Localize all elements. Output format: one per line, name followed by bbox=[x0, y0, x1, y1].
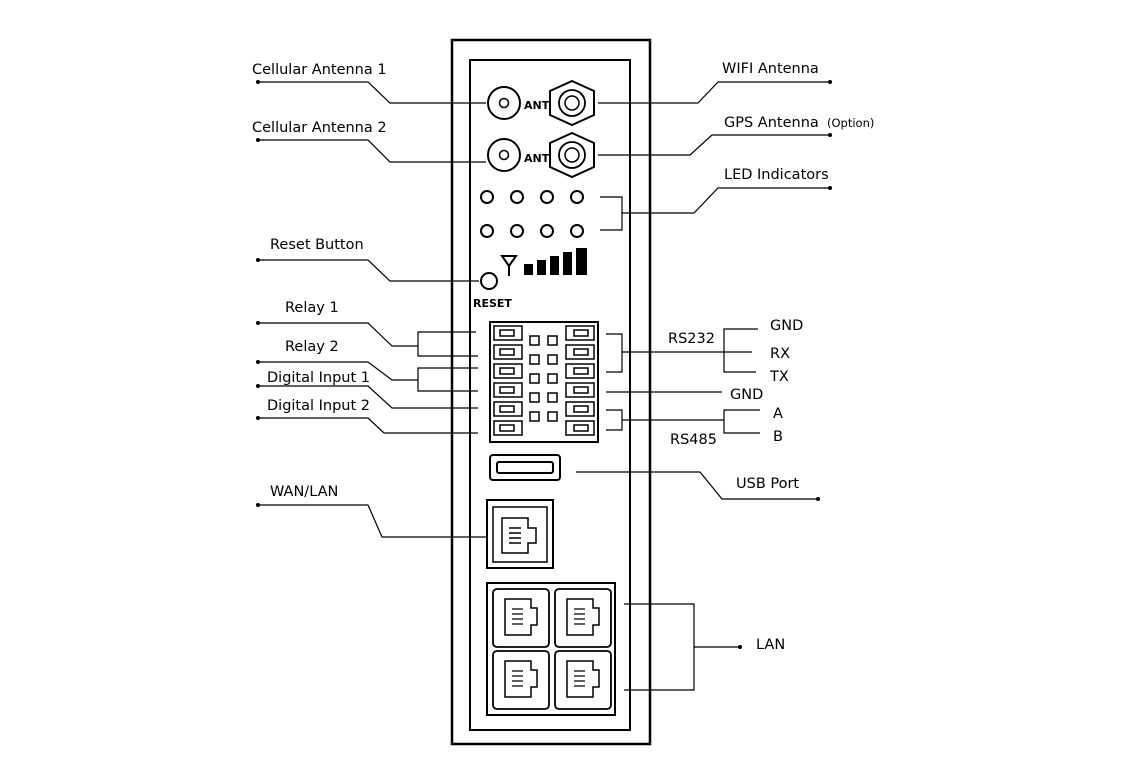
label-lan: LAN bbox=[756, 637, 785, 653]
terminal-pin-left-slot bbox=[499, 348, 515, 356]
signal-strength-icon bbox=[500, 248, 587, 276]
cellular-antenna-2-connector bbox=[487, 138, 521, 172]
terminal-pin-right-slot bbox=[573, 348, 589, 356]
ant-label-2: ANT bbox=[524, 152, 550, 165]
callout-lines-left bbox=[258, 81, 486, 538]
terminal-screw-right bbox=[547, 335, 558, 346]
wan-lan-port bbox=[486, 499, 554, 569]
label-relay-2: Relay 2 bbox=[285, 339, 339, 355]
label-rx: RX bbox=[770, 346, 790, 362]
lan-port-1 bbox=[492, 588, 550, 648]
terminal-pin-right-slot bbox=[573, 329, 589, 337]
terminal-screw-right bbox=[547, 411, 558, 422]
usb-port bbox=[489, 454, 561, 481]
terminal-pin-right bbox=[565, 325, 595, 341]
label-led-indicators: LED Indicators bbox=[724, 167, 829, 183]
label-rs485: RS485 bbox=[670, 432, 717, 448]
terminal-screw-right bbox=[547, 392, 558, 403]
led-indicator-grid bbox=[480, 190, 584, 238]
terminal-pin-left bbox=[493, 420, 523, 436]
terminal-pin-right-slot bbox=[573, 405, 589, 413]
reset-button-circle bbox=[480, 272, 498, 290]
terminal-screw-left bbox=[529, 354, 540, 365]
reset-label: RESET bbox=[473, 297, 512, 310]
terminal-screw-left bbox=[529, 373, 540, 384]
terminal-screw-right bbox=[547, 373, 558, 384]
label-tx: TX bbox=[769, 369, 789, 385]
label-a: A bbox=[773, 406, 783, 422]
label-wifi-antenna: WIFI Antenna bbox=[722, 61, 819, 77]
lan-port-3 bbox=[492, 650, 550, 710]
gps-antenna-connector bbox=[549, 131, 595, 179]
terminal-pin-right bbox=[565, 420, 595, 436]
terminal-pin-left-slot bbox=[499, 424, 515, 432]
terminal-pin-left bbox=[493, 382, 523, 398]
label-cellular-antenna-1: Cellular Antenna 1 bbox=[252, 62, 387, 78]
label-rs232: RS232 bbox=[668, 331, 715, 347]
label-wan-lan: WAN/LAN bbox=[270, 484, 338, 500]
label-b: B bbox=[773, 429, 783, 445]
label-usb-port: USB Port bbox=[736, 476, 799, 492]
label-gnd: GND bbox=[730, 387, 763, 403]
terminal-pin-right bbox=[565, 363, 595, 379]
terminal-pin-left bbox=[493, 344, 523, 360]
terminal-pin-right bbox=[565, 401, 595, 417]
terminal-pin-left bbox=[493, 325, 523, 341]
label-digital-input-1: Digital Input 1 bbox=[267, 370, 370, 386]
label-gnd-rs232: GND bbox=[770, 318, 803, 334]
terminal-screw-left bbox=[529, 335, 540, 346]
label-reset-button: Reset Button bbox=[270, 237, 364, 253]
terminal-pin-left-slot bbox=[499, 386, 515, 394]
label-cellular-antenna-2: Cellular Antenna 2 bbox=[252, 120, 387, 136]
terminal-block bbox=[489, 321, 599, 443]
cellular-antenna-1-connector bbox=[487, 86, 521, 120]
terminal-pin-left-slot bbox=[499, 329, 515, 337]
ant-label-1: ANT bbox=[524, 99, 550, 112]
terminal-screw-right bbox=[547, 354, 558, 365]
callout-dots-left bbox=[256, 80, 260, 507]
callout-dots-right bbox=[738, 80, 832, 649]
terminal-pin-right-slot bbox=[573, 386, 589, 394]
terminal-screw-left bbox=[529, 392, 540, 403]
lan-port-4 bbox=[554, 650, 612, 710]
terminal-pin-left-slot bbox=[499, 367, 515, 375]
terminal-pin-right bbox=[565, 382, 595, 398]
terminal-pin-left-slot bbox=[499, 405, 515, 413]
label-gps-antenna: GPS Antenna bbox=[724, 115, 819, 131]
terminal-pin-right bbox=[565, 344, 595, 360]
terminal-screw-left bbox=[529, 411, 540, 422]
terminal-pin-left bbox=[493, 401, 523, 417]
lan-ports-block bbox=[486, 582, 616, 716]
label-gps-option: (Option) bbox=[827, 116, 874, 130]
device-inner-panel bbox=[469, 59, 631, 731]
lan-port-2 bbox=[554, 588, 612, 648]
label-relay-1: Relay 1 bbox=[285, 300, 339, 316]
terminal-pin-right-slot bbox=[573, 424, 589, 432]
wifi-antenna-connector bbox=[549, 79, 595, 127]
callout-lines-right bbox=[576, 81, 830, 691]
terminal-pin-left bbox=[493, 363, 523, 379]
label-digital-input-2: Digital Input 2 bbox=[267, 398, 370, 414]
terminal-pin-right-slot bbox=[573, 367, 589, 375]
